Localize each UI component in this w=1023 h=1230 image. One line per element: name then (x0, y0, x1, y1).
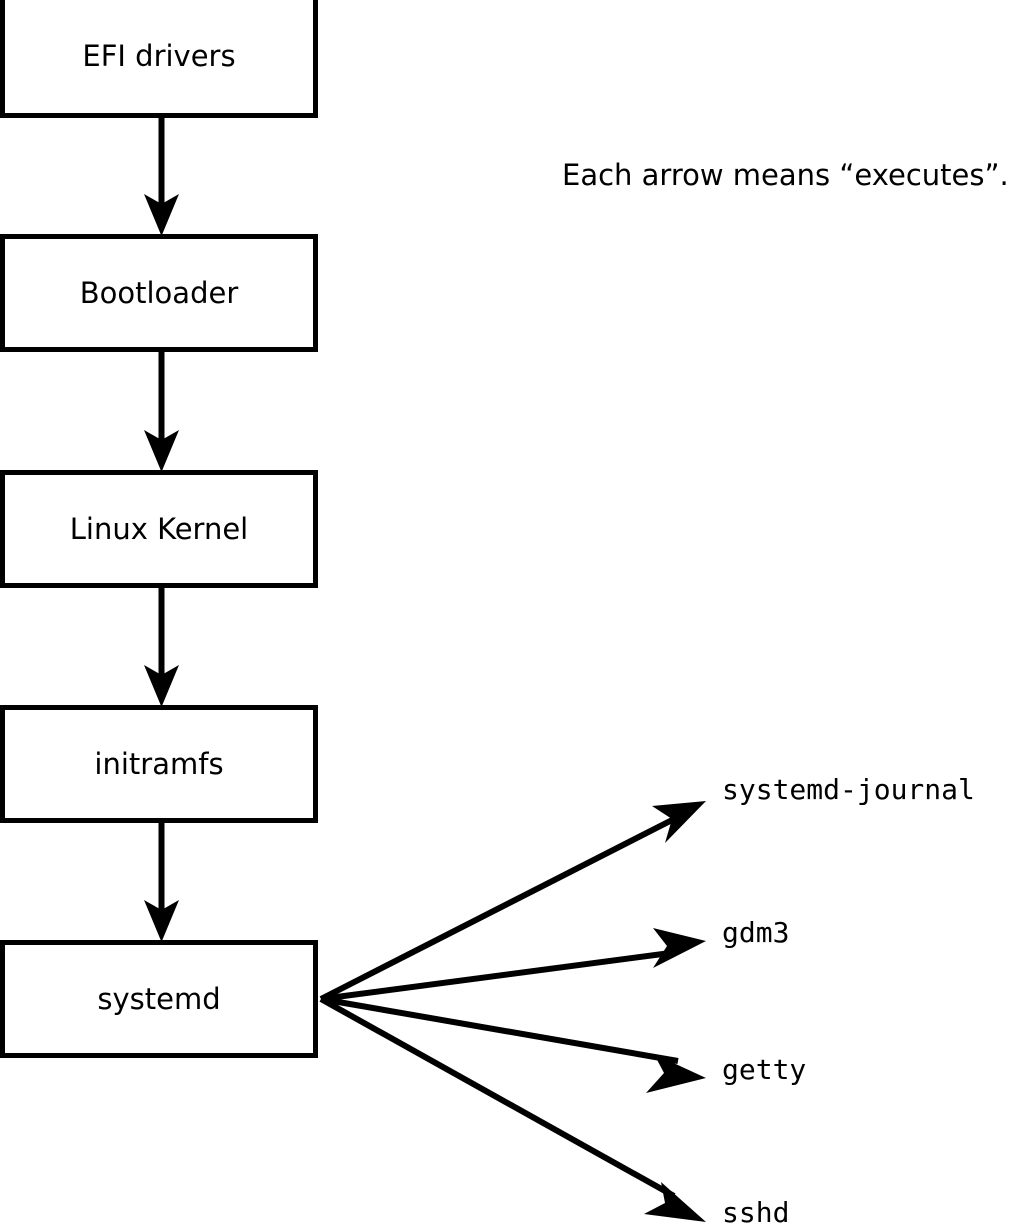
node-label-systemd: systemd (97, 981, 221, 1016)
chain-arrow-bootloader-to-kernel (144, 352, 179, 472)
node-linux-kernel[interactable]: Linux Kernel (0, 470, 318, 588)
leaf-label-systemd-journal: systemd-journal (722, 773, 975, 806)
fanout-arrow-sshd (319, 996, 706, 1222)
chain-arrow-efi-to-bootloader (144, 118, 179, 236)
leaf-label-getty: getty (722, 1053, 807, 1086)
node-systemd[interactable]: systemd (0, 940, 318, 1058)
node-efi-drivers[interactable]: EFI drivers (0, 0, 318, 118)
legend-note: Each arrow means “executes”. (562, 158, 1009, 192)
node-label-linux-kernel: Linux Kernel (69, 511, 249, 546)
chain-arrow-initramfs-to-systemd (144, 823, 179, 942)
fanout-arrow-getty (320, 996, 706, 1093)
node-initramfs[interactable]: initramfs (0, 705, 318, 823)
node-label-bootloader: Bootloader (79, 275, 239, 310)
fanout-arrow-systemd-journal (319, 801, 706, 1002)
node-label-efi-drivers: EFI drivers (82, 39, 236, 73)
node-bootloader[interactable]: Bootloader (0, 234, 318, 352)
node-label-initramfs: initramfs (94, 746, 224, 781)
leaf-label-gdm3: gdm3 (722, 916, 790, 949)
fanout-arrow-gdm3 (320, 928, 706, 1002)
chain-arrow-kernel-to-initramfs (144, 588, 179, 707)
leaf-label-sshd: sshd (722, 1196, 790, 1229)
